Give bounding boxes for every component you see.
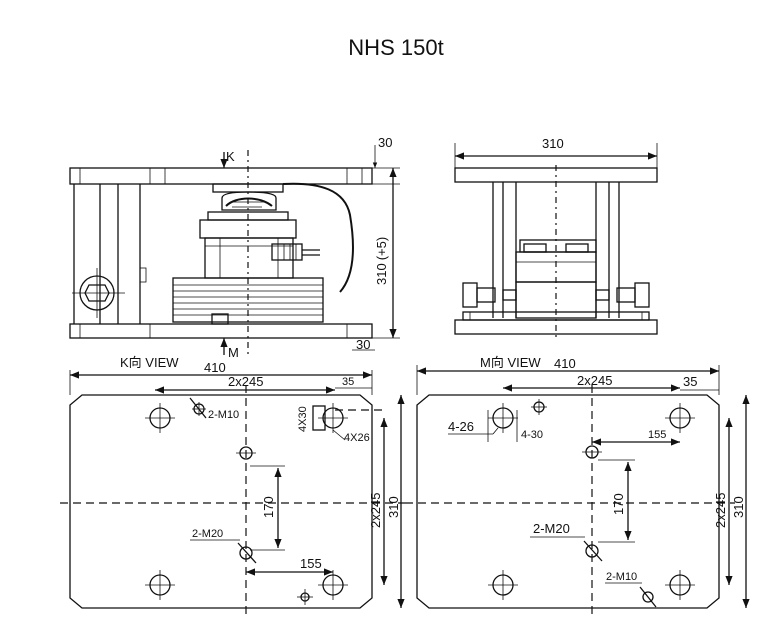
marker-m: M [228,345,239,360]
m-view-label: M向 VIEW [480,355,541,370]
side-view: 310 [454,136,658,340]
k-note-m10: 2-M10 [208,409,239,421]
front-view: K M 30 310(+5) 30 [69,135,400,360]
m-note-4-30: 4-30 [521,429,543,441]
m-dim-170: 170 [611,493,626,515]
m-dim-side-310: 310 [731,496,746,518]
k-note-4x26: 4X26 [344,432,370,444]
drawing-title: NHS 150t [348,35,443,60]
k-view: K向 VIEW 410 2x245 35 4X30 4X26 2-M10 [60,355,405,615]
k-note-m20: 2-M20 [192,528,223,540]
m-dim-2x245: 2x245 [577,373,612,388]
marker-k: K [226,149,235,164]
dim-310-width: 310 [542,136,564,151]
m-dim-410: 410 [554,356,576,371]
dim-310-height: 310(+5) [374,237,389,285]
k-dim-410: 410 [204,360,226,375]
m-dim-35: 35 [683,374,697,389]
k-dim-side-310: 310 [386,496,401,518]
m-dim-155: 155 [648,429,666,441]
k-dim-170: 170 [261,496,276,518]
dim-30-top: 30 [378,135,392,150]
k-note-4x30: 4X30 [297,406,309,432]
k-dim-35: 35 [342,376,354,388]
m-note-m20: 2-M20 [533,521,570,536]
m-note-4-26: 4-26 [448,419,474,434]
m-dim-side-2x245: 2x245 [713,493,728,528]
k-dim-155: 155 [300,556,322,571]
k-dim-2x245: 2x245 [228,374,263,389]
dim-30-bottom: 30 [356,337,370,352]
m-view: M向 VIEW 410 2x245 35 4-26 4-30 [405,355,750,615]
k-dim-side-2x245: 2x245 [368,493,383,528]
k-view-label: K向 VIEW [120,355,179,370]
m-note-m10: 2-M10 [606,571,637,583]
